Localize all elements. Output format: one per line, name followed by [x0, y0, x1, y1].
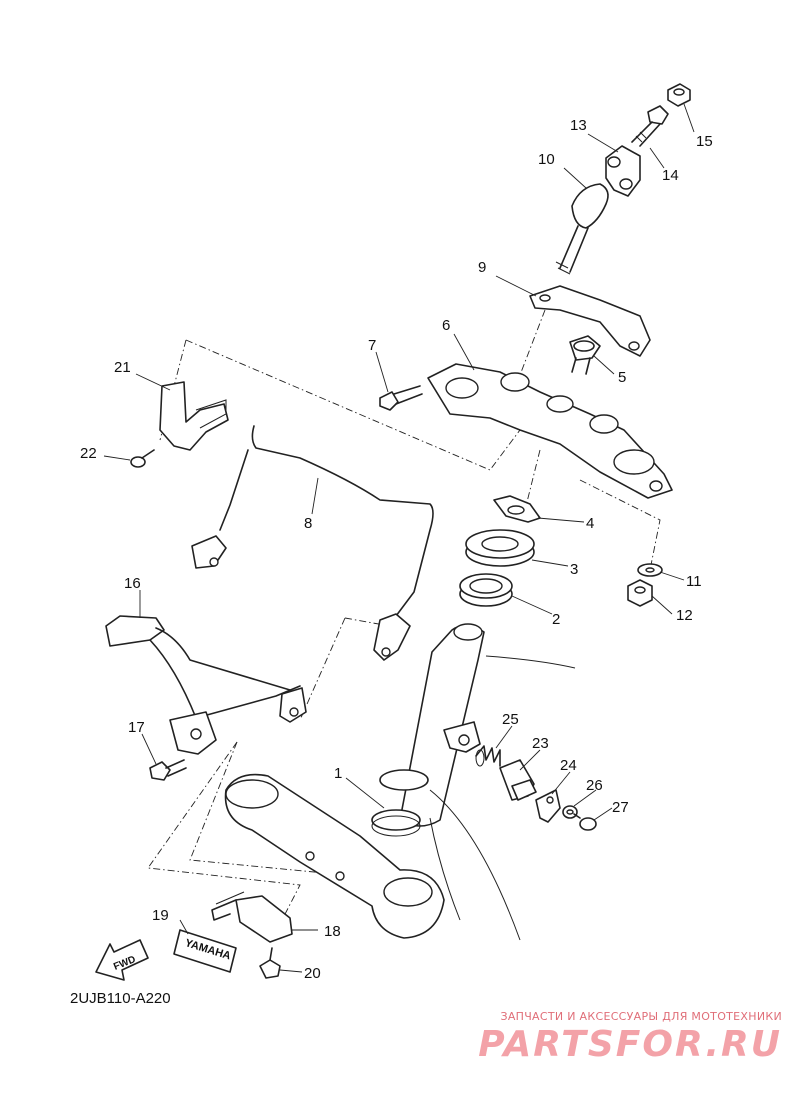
callout-8: 8 [304, 515, 312, 532]
part-4-lock-washer [493, 495, 541, 523]
callout-18: 18 [324, 923, 341, 940]
part-23-lock-cylinder [499, 759, 537, 801]
fwd-arrow-icon: FWD [95, 939, 149, 981]
part-1-steering-stem [224, 623, 576, 941]
part-25-spring [475, 745, 501, 767]
callout-13: 13 [570, 117, 587, 134]
part-26-washer [562, 805, 578, 819]
part-3-ring-nut [465, 529, 535, 567]
part-7-bolt [379, 385, 423, 411]
callout-19: 19 [152, 907, 169, 924]
part-19-yamaha-label: YAMAHA [173, 929, 237, 973]
callout-17: 17 [128, 719, 145, 736]
callout-numbers: 1 2 3 4 5 6 7 8 9 10 11 12 13 14 15 16 1… [80, 117, 713, 982]
part-8-wire-lead [191, 425, 434, 661]
part-6-upper-bracket [427, 363, 673, 499]
part-12-nut [627, 579, 653, 607]
callout-16: 16 [124, 575, 141, 592]
callout-14: 14 [662, 167, 679, 184]
part-2-bearing [459, 573, 513, 607]
callout-26: 26 [586, 777, 603, 794]
callout-7: 7 [368, 337, 376, 354]
callout-leader-lines [103, 103, 695, 973]
callout-11: 11 [686, 573, 702, 590]
part-24-cover-plate [535, 789, 561, 823]
callout-15: 15 [696, 133, 713, 150]
part-13-holder-clamp [605, 145, 641, 197]
part-20-screw [259, 947, 281, 979]
callout-23: 23 [532, 735, 549, 752]
part-5-bolt [569, 335, 601, 375]
callout-3: 3 [570, 561, 578, 578]
callout-25: 25 [502, 711, 519, 728]
callout-22: 22 [80, 445, 97, 462]
callout-9: 9 [478, 259, 486, 276]
callout-5: 5 [618, 369, 626, 386]
watermark-logo: PARTSFOR.RU [478, 1024, 782, 1065]
part-22-screw [130, 449, 155, 468]
callout-1: 1 [334, 765, 342, 782]
callout-6: 6 [442, 317, 450, 334]
callout-20: 20 [304, 965, 321, 982]
part-11-washer [637, 563, 663, 577]
callout-27: 27 [612, 799, 629, 816]
part-18-clip-bracket [211, 891, 293, 943]
part-27-screw [573, 813, 597, 831]
callout-2: 2 [552, 611, 560, 628]
callout-24: 24 [560, 757, 577, 774]
assembly-guide-lines [147, 309, 661, 921]
part-21-bracket [159, 381, 229, 451]
callout-12: 12 [676, 607, 693, 624]
part-16-stay-bracket [105, 615, 307, 755]
part-14-bolt [631, 105, 669, 147]
watermark-caption: ЗАПЧАСТИ И АКСЕССУАРЫ ДЛЯ МОТОТЕХНИКИ [500, 1010, 782, 1023]
callout-10: 10 [538, 151, 555, 168]
callout-21: 21 [114, 359, 131, 376]
part-10-handlebar-holder [555, 183, 609, 275]
callout-4: 4 [586, 515, 594, 532]
part-17-bolt [149, 759, 187, 781]
part-15-nut [667, 83, 691, 107]
part-9-bracket-plate [529, 285, 651, 357]
diagram-code: 2UJB110-A220 [70, 990, 171, 1007]
